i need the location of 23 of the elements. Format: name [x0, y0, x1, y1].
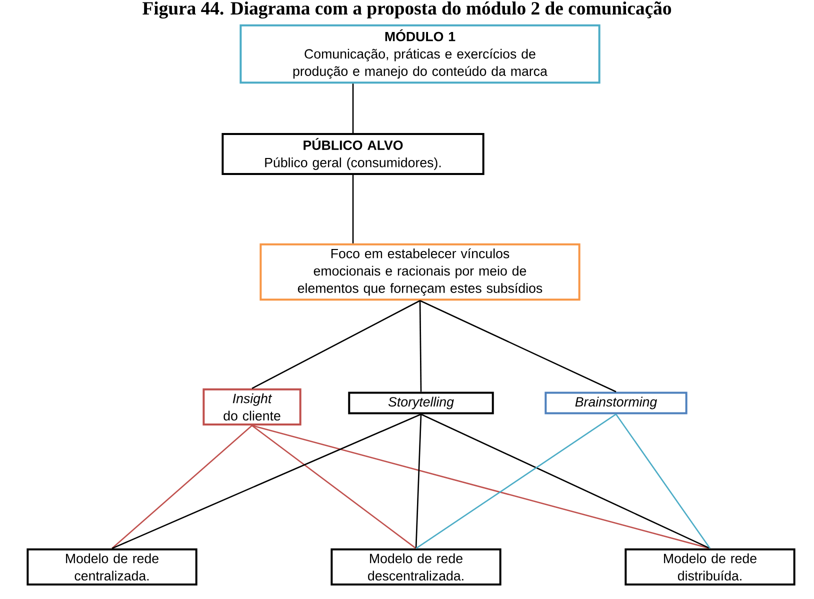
text-box: Modelo de rede distribuída.	[624, 548, 796, 586]
connector-line	[112, 425, 252, 549]
text-box: MÓDULO 1 Comunicação, práticas e exercícios de produção e manejo do conteúdo da marca	[240, 24, 600, 84]
connector-line	[252, 300, 420, 390]
text-box: Insight do cliente	[202, 388, 302, 426]
connector-line	[112, 414, 422, 550]
text-box: PÚBLICO ALVO Público geral (consumidores).	[222, 133, 484, 175]
figure-title: Figura 44. Diagrama com a proposta do módulo 2 de comunicação	[142, 1, 672, 19]
text-box: Brainstorming	[544, 392, 688, 414]
text-box: Modelo de rede centralizada.	[26, 548, 198, 586]
connector-line	[252, 424, 710, 550]
text-box: Foco em estabelecer vínculos emocionais e racionais por meio de elementos que forneçam estes subsídios	[260, 243, 580, 301]
connector-line	[352, 174, 354, 244]
connector-line	[415, 414, 422, 548]
connector-line	[416, 414, 616, 549]
connector-line	[252, 425, 416, 549]
connector-line	[419, 300, 422, 392]
connector-line	[352, 84, 354, 134]
connector-line	[615, 414, 711, 549]
connector-line	[420, 414, 710, 550]
text-box: Modelo de rede descentralizada.	[330, 548, 502, 586]
text-box: Storytelling	[348, 392, 494, 414]
connector-line	[420, 300, 616, 392]
